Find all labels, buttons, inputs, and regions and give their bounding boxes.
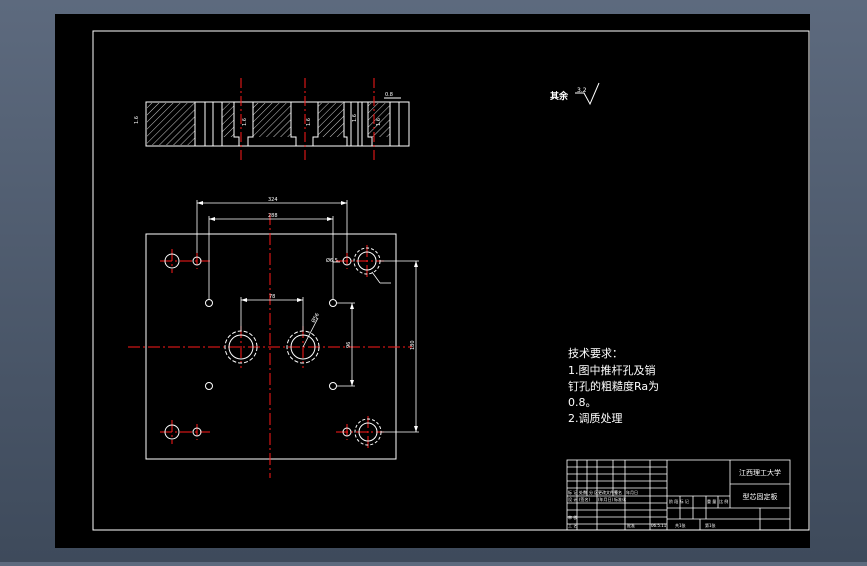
row-label: 签名 (614, 489, 622, 495)
dim-top-outer: 324 (268, 197, 278, 203)
design-sign: (签名) (579, 496, 591, 502)
row-label: 处数 (579, 489, 587, 495)
sheet-number: 第1张 (705, 522, 716, 528)
row-label: 年月日 (626, 489, 638, 495)
standardization: 标准化 (614, 496, 626, 502)
approve-label: 批准 (627, 522, 635, 528)
date-value: 06.5.11 (651, 523, 667, 528)
process-label: 工 艺 (568, 523, 577, 528)
tech-line: 钉孔的粗糙度Ra为 (568, 379, 659, 393)
dim-bore-dia: Ø56 (310, 312, 321, 324)
design-date: (年月日) (598, 496, 614, 502)
dim-pin-dia: Ø6.5 (326, 257, 338, 264)
scale-label: 比 例 (719, 498, 728, 504)
school-name: 江西理工大学 (739, 468, 781, 477)
dim-side-small: 96 (346, 342, 352, 348)
dim-sec-top: 0.8 (385, 92, 393, 98)
plan-view: 324 288 78 Ø56 96 180 Ø6.5 (128, 197, 419, 478)
roughness-label: 其余 (550, 90, 569, 102)
tech-line: 0.8。 (568, 396, 597, 409)
section-view: 1.6 1.6 1.6 1.6 1.6 0.8 (134, 78, 410, 160)
technical-requirements: 技术要求： 1.图中推杆孔及销 钉孔的粗糙度Ra为 0.8。 2.调质处理 (568, 347, 659, 425)
roughness-note: 其余 3.2 (550, 82, 600, 106)
part-name: 型芯固定板 (743, 492, 778, 501)
sheet-total: 共1张 (675, 522, 686, 528)
row-label: 分 区 (589, 489, 598, 495)
dim-top-inner: 288 (268, 213, 278, 219)
review-label: 审 核 (568, 514, 577, 520)
tech-title: 技术要求： (568, 347, 623, 360)
tech-line: 1.图中推杆孔及销 (568, 363, 656, 377)
dim-sec-b: 1.6 (306, 118, 312, 126)
core-bore-right (290, 334, 316, 360)
section-hatch (147, 103, 195, 145)
design-label: 设 计 (568, 496, 577, 502)
ejector-hole (205, 299, 213, 307)
dim-side-big: 180 (410, 340, 416, 350)
stage-label: 阶 段 标 记 (669, 498, 689, 504)
dim-center-span: 78 (269, 294, 275, 300)
drawing-sheet (55, 14, 810, 548)
weight-label: 重 量 (707, 498, 716, 504)
tech-line: 2.调质处理 (568, 412, 623, 425)
roughness-symbol-icon (575, 82, 600, 106)
dim-sec-d: 1.6 (376, 118, 382, 126)
roughness-value: 3.2 (577, 87, 587, 94)
guide-hole (164, 253, 180, 269)
border-frame (92, 30, 810, 531)
dim-sec-left: 1.6 (134, 116, 140, 124)
title-block: 江西理工大学 型芯固定板 标 记 处数 分 区 更改文件号 签名 年月日 设 计… (566, 459, 791, 531)
dim-sec-a: 1.6 (242, 118, 248, 126)
core-bore-left (228, 334, 254, 360)
row-label: 标 记 (568, 489, 577, 495)
dim-sec-c: 1.6 (352, 114, 358, 122)
row-label: 更改文件号 (598, 489, 618, 495)
dimension-lines (196, 200, 419, 433)
